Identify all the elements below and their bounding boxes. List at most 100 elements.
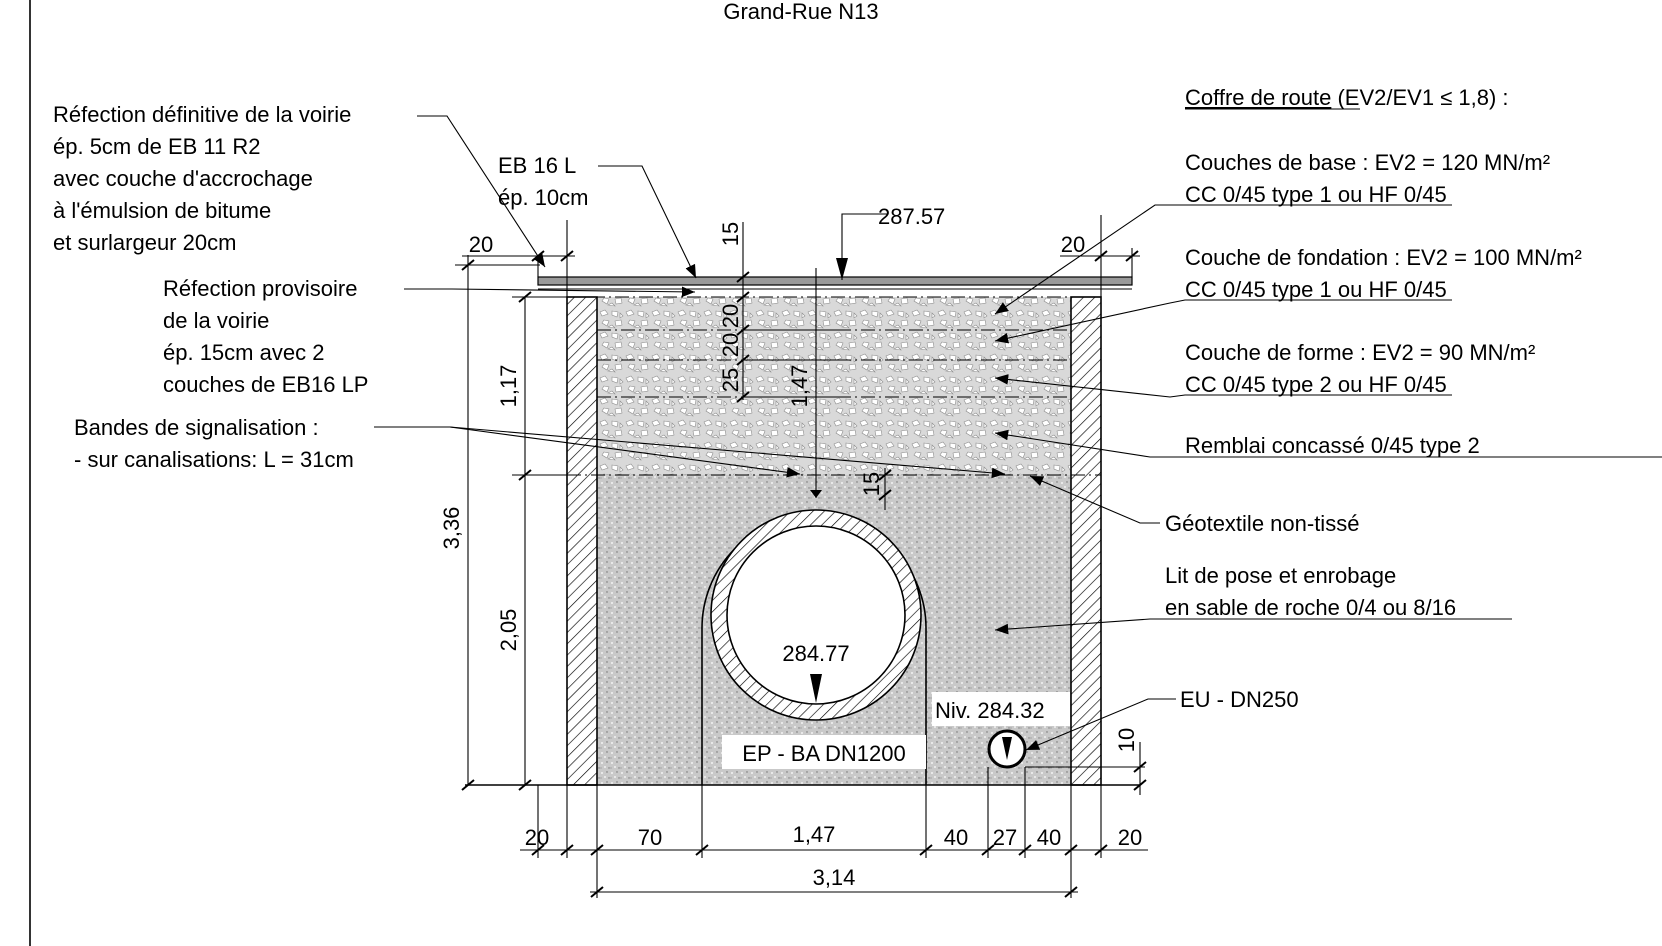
dim-tick — [981, 844, 995, 856]
label-line: Réfection définitive de la voirie — [53, 102, 351, 127]
dim-20-top-right-label: 20 — [1061, 232, 1085, 257]
dim-tick — [461, 779, 475, 791]
dim-tick — [518, 779, 532, 791]
dim-tick — [560, 844, 574, 856]
label-line: avec couche d'accrochage — [53, 166, 313, 191]
label-line: Bandes de signalisation : — [74, 415, 319, 440]
dim-314-label: 3,14 — [813, 865, 856, 890]
dim-20-top-left-label: 20 — [469, 232, 493, 257]
label-geotextile: Géotextile non-tissé — [1165, 511, 1359, 536]
leader-lit-pose — [994, 618, 1512, 635]
dim-tick — [878, 469, 892, 481]
dim-tick — [1133, 779, 1147, 791]
leader-eu — [1025, 698, 1176, 751]
label-line: à l'émulsion de bitume — [53, 198, 271, 223]
dim-20b-label: 20 — [718, 333, 743, 357]
dim-tick — [590, 886, 604, 898]
right-trench-wall — [1070, 296, 1102, 786]
leader-couche-forme — [994, 374, 1452, 398]
coffre-title-suffix: (EV2/EV1 ≤ 1,8) : — [1331, 85, 1508, 110]
label-line: ép. 10cm — [498, 185, 589, 210]
dim-tick — [878, 489, 892, 501]
dim-tick — [1133, 761, 1147, 773]
level-pipe-arrow — [810, 674, 822, 703]
label-line: ép. 5cm de EB 11 R2 — [53, 134, 261, 159]
eu-pipe-level-marker — [1002, 737, 1012, 760]
dim-147-vertical-label: 1,47 — [787, 365, 812, 408]
leader-refection-provisoire — [404, 286, 696, 298]
level-pipe-label: 284.77 — [782, 641, 849, 666]
drawing-title: Grand-Rue N13 — [723, 0, 878, 24]
label-remblai: Remblai concassé 0/45 type 2 — [1185, 433, 1480, 458]
dim-15-top-label: 15 — [718, 222, 743, 246]
dim-bottom-40a: 40 — [944, 825, 968, 850]
gravel-fill-zone — [597, 297, 1071, 475]
dim-205-label: 2,05 — [496, 609, 521, 652]
leader-remblai — [994, 429, 1662, 458]
label-line: Réfection provisoire — [163, 276, 357, 301]
ep-pipe-inner — [726, 525, 906, 705]
road-surface-layer — [537, 276, 1133, 286]
label-bandes-signalisation: Bandes de signalisation : - sur canalisa… — [74, 415, 354, 472]
label-lit-pose-1: Lit de pose et enrobage — [1165, 563, 1396, 588]
dim-tick — [1018, 844, 1032, 856]
level-top-arrow — [836, 258, 848, 280]
label-refection-provisoire: Réfection provisoire de la voirie ép. 15… — [163, 276, 368, 397]
dim-10-label: 10 — [1114, 728, 1139, 752]
label-line: couches de EB16 LP — [163, 372, 368, 397]
label-line: ép. 15cm avec 2 — [163, 340, 324, 365]
label-couches-base-2: CC 0/45 type 1 ou HF 0/45 — [1185, 182, 1447, 207]
dim-tick — [590, 844, 604, 856]
dim-bottom-20-right: 20 — [1118, 825, 1142, 850]
label-couches-base-1: Couches de base : EV2 = 120 MN/m² — [1185, 150, 1550, 175]
dim-tick — [736, 291, 750, 303]
ep-pipe-label: EP - BA DN1200 — [742, 741, 905, 766]
dim-bottom-147: 1,47 — [793, 822, 836, 847]
dim-20a-label: 20 — [718, 304, 743, 328]
leader-eb16l — [598, 165, 697, 279]
dim-tick — [1125, 250, 1139, 262]
ep-label-bg — [722, 735, 926, 769]
label-line: - sur canalisations: L = 31cm — [74, 447, 354, 472]
niv-label: Niv. 284.32 — [935, 698, 1045, 723]
leader-bandes-2 — [449, 426, 1006, 479]
niv-label-bg — [932, 692, 1070, 726]
level-top-label: 287.57 — [878, 204, 945, 229]
left-trench-wall — [566, 296, 598, 786]
dim-15-pipe-label: 15 — [859, 472, 884, 496]
dim-tick — [1094, 844, 1108, 856]
dim-336-label: 3,36 — [439, 507, 464, 550]
dim-25-label: 25 — [718, 368, 743, 392]
leader-geotextile — [1029, 475, 1160, 524]
dim-117-label: 1,17 — [496, 365, 521, 408]
dim-bottom-40b: 40 — [1037, 825, 1061, 850]
coffre-title-underlined: Coffre de route — [1185, 85, 1331, 110]
label-line: EB 16 L — [498, 153, 576, 178]
dim-bottom-27: 27 — [993, 825, 1017, 850]
label-eu: EU - DN250 — [1180, 687, 1299, 712]
label-couche-forme-1: Couche de forme : EV2 = 90 MN/m² — [1185, 340, 1535, 365]
dim-bottom-20-left: 20 — [525, 825, 549, 850]
label-couche-fondation-2: CC 0/45 type 1 ou HF 0/45 — [1185, 277, 1447, 302]
leader-refection-definitive — [417, 115, 546, 268]
label-couche-fondation-1: Couche de fondation : EV2 = 100 MN/m² — [1185, 245, 1582, 270]
label-refection-definitive: Réfection définitive de la voirie ép. 5c… — [53, 102, 351, 255]
dim-tick — [695, 844, 709, 856]
label-couche-forme-2: CC 0/45 type 2 ou HF 0/45 — [1185, 372, 1447, 397]
dim-tick — [560, 250, 574, 262]
label-line: de la voirie — [163, 308, 269, 333]
dim-tick — [1094, 250, 1108, 262]
dim-tick — [1064, 844, 1078, 856]
dim-tick — [736, 271, 750, 283]
leader-couches-base — [994, 204, 1452, 315]
dim-tick — [919, 844, 933, 856]
centerline-arrow — [810, 490, 822, 498]
label-eb16l: EB 16 L ép. 10cm — [498, 153, 589, 210]
label-line: et surlargeur 20cm — [53, 230, 236, 255]
label-lit-pose-2: en sable de roche 0/4 ou 8/16 — [1165, 595, 1456, 620]
dim-tick — [1064, 886, 1078, 898]
dim-bottom-70: 70 — [638, 825, 662, 850]
coffre-title: Coffre de route (EV2/EV1 ≤ 1,8) : — [1185, 85, 1509, 110]
dim-tick — [531, 844, 545, 856]
